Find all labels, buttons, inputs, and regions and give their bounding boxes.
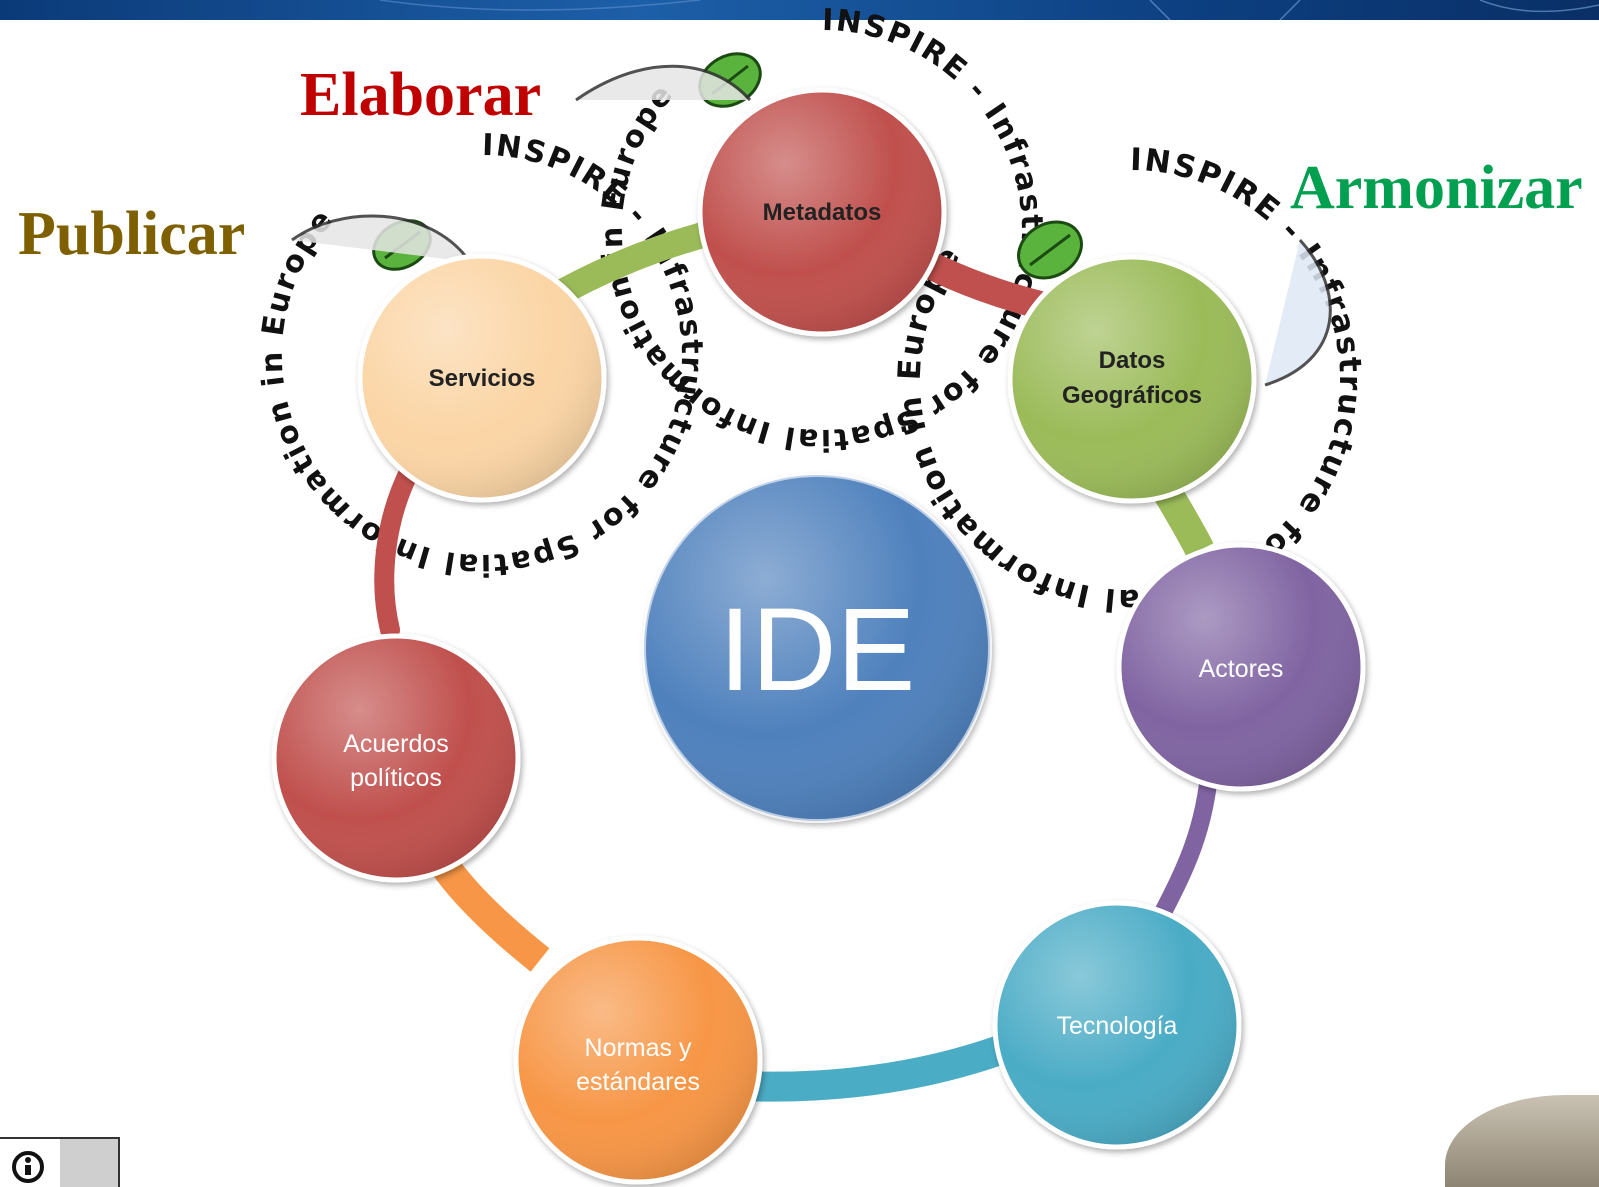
action-elaborar: Elaborar	[300, 61, 542, 129]
node-servicios: Servicios	[357, 253, 607, 503]
node-datos-label-2: Geográficos	[1062, 382, 1202, 409]
connector-tecnologia-normas	[722, 1035, 1005, 1102]
banner-pattern	[379, 0, 1599, 20]
leaf-icon-datos	[1017, 220, 1083, 280]
swoosh-icon-armonizar	[1264, 238, 1332, 387]
node-normas-label-2: estándares	[576, 1068, 700, 1096]
node-acuerdos-politicos: Acuerdos políticos	[271, 633, 521, 883]
node-acuerdos-label-2: políticos	[350, 764, 442, 792]
action-publicar: Publicar	[18, 200, 246, 268]
top-banner	[0, 0, 1599, 20]
node-normas-estandares: Normas y estándares	[513, 935, 763, 1185]
connector-actores-tecnologia	[1152, 764, 1219, 923]
swoosh-icon-elaborar	[575, 64, 752, 102]
attribution-icon	[12, 1151, 44, 1183]
ide-label: IDE	[719, 584, 916, 716]
action-armonizar: Armonizar	[1290, 154, 1583, 222]
node-metadatos: Metadatos	[697, 87, 947, 337]
connector-acuerdos-servicios	[374, 460, 420, 640]
node-tecnologia-label: Tecnología	[1057, 1012, 1178, 1040]
cc-license-badge	[0, 1137, 120, 1187]
node-actores: Actores	[1116, 542, 1366, 792]
node-datos-label-1: Datos	[1099, 347, 1166, 374]
node-datos-geograficos: Datos Geográficos	[1007, 254, 1257, 504]
node-tecnologia: Tecnología	[992, 900, 1242, 1150]
node-acuerdos-label-1: Acuerdos	[343, 730, 449, 758]
node-normas-label-1: Normas y	[585, 1034, 692, 1062]
ide-center-node: IDE	[642, 473, 992, 823]
node-actores-label: Actores	[1199, 655, 1284, 683]
swoosh-icon-publicar	[291, 214, 472, 263]
node-metadatos-label: Metadatos	[763, 199, 882, 226]
node-servicios-label: Servicios	[429, 365, 536, 392]
connector-metadatos-datos	[923, 252, 1044, 319]
